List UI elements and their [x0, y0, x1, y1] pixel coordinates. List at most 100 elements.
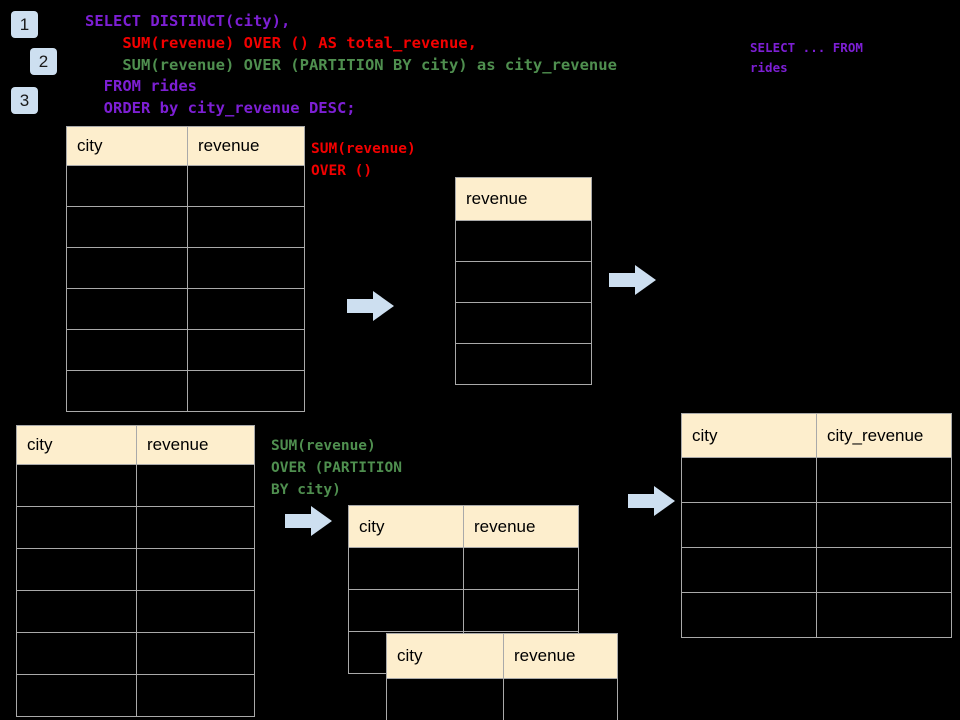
table-row — [66, 329, 305, 371]
sql-side-note: SELECT ... FROM rides — [750, 38, 863, 78]
table-partition-front: city revenue — [386, 633, 618, 720]
cell-revenue — [187, 288, 305, 330]
cell-revenue — [136, 590, 255, 633]
table-header-row: city revenue — [348, 505, 579, 548]
column-header-revenue: revenue — [463, 505, 579, 548]
cell-city — [16, 632, 137, 675]
table-row — [16, 632, 255, 675]
annotation-city-revenue-line-3: BY city) — [271, 482, 341, 498]
arrow-source-to-partition — [285, 505, 333, 542]
cell-city — [16, 506, 137, 549]
cell-city-revenue — [816, 592, 952, 638]
column-header-city: city — [386, 633, 504, 679]
annotation-city-revenue-line-1: SUM(revenue) — [271, 438, 376, 454]
cell-revenue — [187, 329, 305, 371]
cell-city — [681, 547, 817, 593]
sql-query-block: SELECT DISTINCT(city), SUM(revenue) OVER… — [85, 11, 617, 120]
table-header-row: city revenue — [66, 126, 305, 166]
column-header-city: city — [681, 413, 817, 458]
table-row — [66, 165, 305, 207]
cell-revenue — [187, 206, 305, 248]
sql-line-city-revenue: SUM(revenue) OVER (PARTITION BY city) as… — [85, 55, 617, 74]
table-total-revenue: revenue — [455, 177, 592, 385]
step-badge-3[interactable]: 3 — [11, 87, 38, 114]
column-header-city: city — [66, 126, 188, 166]
table-row — [681, 502, 952, 548]
table-header-row: revenue — [455, 177, 592, 221]
cell-revenue — [136, 674, 255, 717]
cell-revenue — [503, 678, 618, 720]
table-row — [681, 547, 952, 593]
column-header-revenue: revenue — [503, 633, 618, 679]
cell-city — [348, 589, 464, 632]
sql-line-total-revenue: SUM(revenue) OVER () AS total_revenue, — [85, 33, 477, 52]
table-result: city city_revenue — [681, 413, 952, 638]
annotation-total-revenue-line-2: OVER () — [311, 163, 373, 179]
table-row — [66, 370, 305, 412]
cell-city — [66, 247, 188, 289]
table-row — [386, 678, 618, 720]
cell-city — [681, 502, 817, 548]
annotation-city-revenue-line-2: OVER (PARTITION — [271, 460, 402, 476]
cell-city — [66, 329, 188, 371]
step-badge-1[interactable]: 1 — [11, 11, 38, 38]
table-row — [16, 674, 255, 717]
cell-city-revenue — [816, 547, 952, 593]
cell-city-revenue — [816, 457, 952, 503]
table-row — [66, 206, 305, 248]
table-header-row: city city_revenue — [681, 413, 952, 458]
cell-revenue — [136, 632, 255, 675]
cell-city — [681, 457, 817, 503]
cell-revenue — [187, 370, 305, 412]
table-row — [455, 220, 592, 262]
table-row — [66, 288, 305, 330]
cell-revenue — [463, 589, 579, 632]
cell-revenue — [136, 506, 255, 549]
cell-city — [681, 592, 817, 638]
cell-city — [16, 548, 137, 591]
column-header-city: city — [348, 505, 464, 548]
cell-revenue — [187, 247, 305, 289]
cell-city — [16, 674, 137, 717]
column-header-revenue: revenue — [455, 177, 592, 221]
table-header-row: city revenue — [386, 633, 618, 679]
cell-city — [66, 165, 188, 207]
cell-revenue — [455, 220, 592, 262]
cell-city — [348, 547, 464, 590]
column-header-city: city — [16, 425, 137, 465]
table-row — [16, 590, 255, 633]
arrow-total-to-result — [609, 264, 657, 301]
cell-revenue — [455, 343, 592, 385]
arrow-partition-to-result — [628, 485, 676, 522]
table-row — [455, 302, 592, 344]
sql-line-order-by: ORDER by city_revenue DESC; — [85, 99, 356, 118]
column-header-revenue: revenue — [187, 126, 305, 166]
table-row — [16, 464, 255, 507]
cell-revenue — [455, 302, 592, 344]
sql-line-select: SELECT DISTINCT(city), — [85, 12, 291, 30]
cell-city — [16, 590, 137, 633]
table-row — [16, 506, 255, 549]
cell-city — [66, 206, 188, 248]
cell-revenue — [136, 464, 255, 507]
table-row — [681, 592, 952, 638]
cell-revenue — [463, 547, 579, 590]
table-source-bottom: city revenue — [16, 425, 255, 717]
cell-city — [16, 464, 137, 507]
table-header-row: city revenue — [16, 425, 255, 465]
cell-revenue — [187, 165, 305, 207]
cell-city — [66, 288, 188, 330]
table-row — [16, 548, 255, 591]
arrow-source-to-total — [347, 290, 395, 327]
sql-line-from: FROM rides — [85, 77, 197, 96]
column-header-city-revenue: city_revenue — [816, 413, 952, 458]
step-badge-2[interactable]: 2 — [30, 48, 57, 75]
annotation-city-revenue: SUM(revenue) OVER (PARTITION BY city) — [271, 435, 402, 501]
annotation-total-revenue-line-1: SUM(revenue) — [311, 141, 416, 157]
cell-revenue — [136, 548, 255, 591]
cell-city-revenue — [816, 502, 952, 548]
table-row — [348, 547, 579, 590]
cell-city — [386, 678, 504, 720]
table-row — [66, 247, 305, 289]
